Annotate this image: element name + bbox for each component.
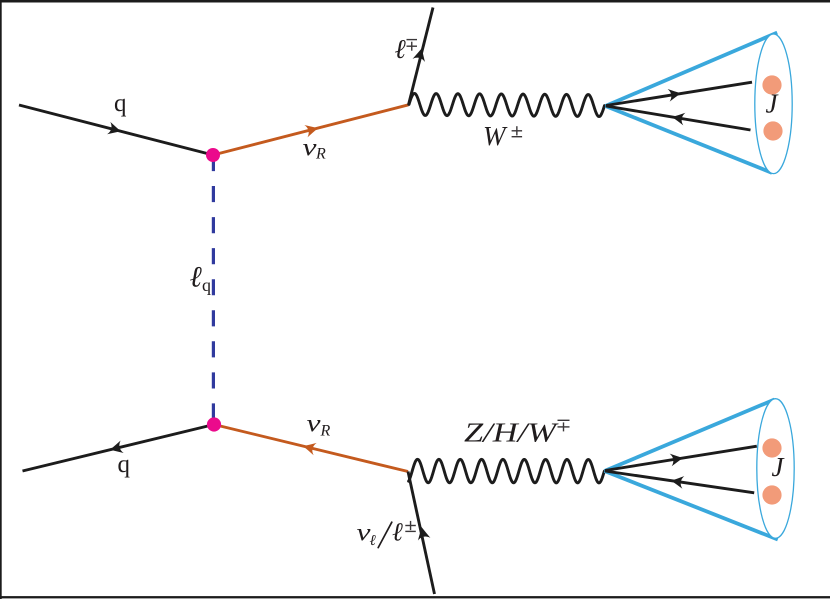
svg-text:R: R bbox=[320, 423, 331, 440]
svg-text:R: R bbox=[315, 146, 326, 163]
svg-text:ν: ν bbox=[357, 520, 372, 547]
svg-text:ℓ: ℓ bbox=[392, 518, 403, 547]
svg-text:q: q bbox=[202, 275, 211, 295]
svg-text:J: J bbox=[772, 452, 786, 482]
svg-text:ℓ: ℓ bbox=[395, 34, 407, 64]
svg-text:ℓ: ℓ bbox=[370, 533, 376, 549]
svg-text:J: J bbox=[766, 89, 780, 119]
svg-text:q: q bbox=[114, 90, 127, 117]
svg-text:ν: ν bbox=[303, 135, 318, 162]
svg-text:q: q bbox=[118, 451, 131, 478]
svg-text:ν: ν bbox=[307, 411, 322, 438]
svg-text:ℓ: ℓ bbox=[190, 262, 203, 294]
svg-text:W: W bbox=[483, 121, 508, 151]
svg-text:Z/H/W: Z/H/W bbox=[464, 418, 559, 448]
